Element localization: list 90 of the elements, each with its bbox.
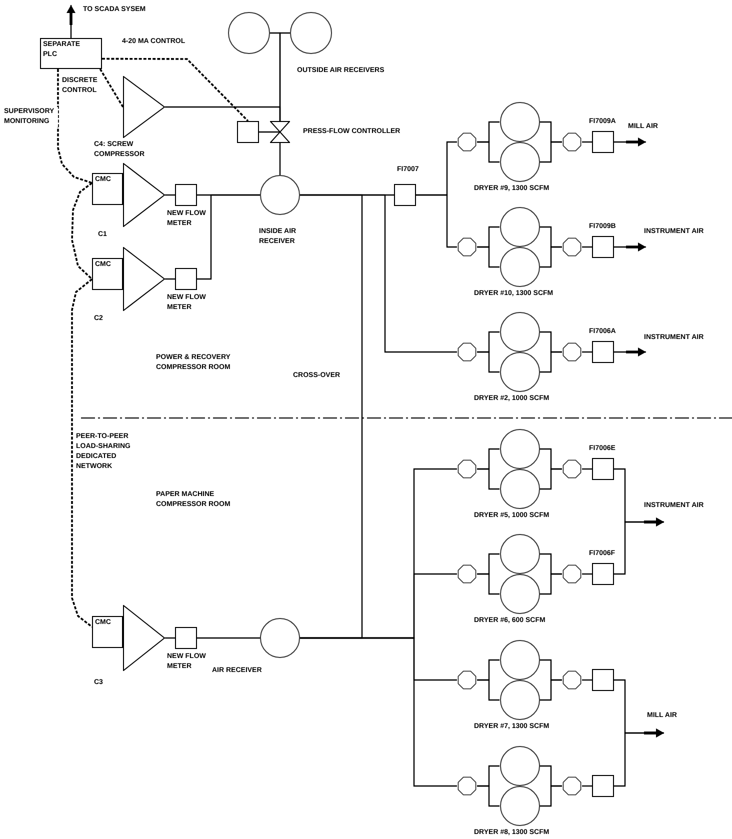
dryer-tower-circle (500, 786, 540, 826)
dryer-tower-circle (500, 247, 540, 287)
pipe-line (582, 141, 592, 143)
pipe-line (300, 194, 363, 639)
pipe-line (300, 637, 457, 787)
filter-octagon (562, 776, 582, 796)
dryer-tower-circle (500, 574, 540, 614)
pipe-line (540, 351, 562, 373)
plc-box (40, 38, 102, 69)
filter-octagon (562, 237, 582, 257)
flow-indicator-box (394, 184, 416, 206)
pipe-line (165, 106, 281, 121)
air-receiver-circle (290, 12, 332, 54)
dryer-tower-circle (500, 429, 540, 469)
dryer-tower-circle (500, 352, 540, 392)
pipe-line (477, 141, 500, 163)
compressor-symbol (123, 163, 165, 227)
pipe-line (582, 351, 592, 353)
pipe-line (582, 468, 592, 470)
dryer-tower-circle (500, 102, 540, 142)
compressor-symbol (123, 247, 165, 311)
filter-octagon (457, 459, 477, 479)
valve-symbol (270, 121, 290, 143)
pipe-line (477, 351, 500, 373)
filter-octagon (562, 564, 582, 584)
flow-meter-box (175, 268, 197, 290)
filter-octagon (562, 670, 582, 690)
flow-indicator-box (592, 563, 614, 585)
pipe-line (477, 246, 500, 268)
pipe-line (582, 573, 592, 575)
pipe-line (477, 468, 500, 490)
pipe-line (279, 143, 281, 175)
pipe-line (540, 246, 562, 268)
flow-indicator-box (592, 775, 614, 797)
pipe-line (540, 785, 562, 807)
signal-line (57, 69, 92, 184)
pipe-line (165, 194, 175, 196)
pipe-line (582, 785, 592, 787)
compressor-symbol (123, 605, 165, 671)
pipe-line (416, 194, 457, 248)
controller-box (237, 121, 259, 143)
flow-indicator-box (592, 236, 614, 258)
pipe-line (477, 785, 500, 807)
dryer-tower-circle (500, 640, 540, 680)
signal-line (71, 278, 93, 628)
pipe-line (540, 573, 562, 595)
dryer-tower-circle (500, 534, 540, 574)
cmc-box (92, 258, 123, 290)
pipe-line (582, 246, 592, 248)
filter-octagon (457, 132, 477, 152)
dryer-tower-circle (500, 312, 540, 352)
pipe-line (540, 679, 562, 701)
cmc-box (92, 616, 123, 648)
flow-meter-box (175, 627, 197, 649)
flow-indicator-box (592, 458, 614, 480)
filter-octagon (457, 342, 477, 362)
pipe-line (477, 679, 500, 701)
filter-octagon (562, 132, 582, 152)
dryer-tower-circle (500, 746, 540, 786)
dryer-tower-circle (500, 142, 540, 182)
pipe-line (197, 637, 260, 639)
pipe-line (582, 679, 592, 681)
dryer-tower-circle (500, 207, 540, 247)
filter-octagon (562, 459, 582, 479)
filter-octagon (562, 342, 582, 362)
signal-line (102, 58, 249, 122)
pipe-line (540, 141, 562, 163)
pipe-line (197, 194, 260, 280)
filter-octagon (457, 237, 477, 257)
air-receiver-circle (260, 175, 300, 215)
flow-indicator-box (592, 341, 614, 363)
signal-line (99, 68, 124, 108)
pipe-line (165, 637, 175, 639)
air-receiver-circle (260, 618, 300, 658)
dryer-tower-circle (500, 680, 540, 720)
pipe-line (477, 573, 500, 595)
pipe-line (540, 468, 562, 490)
pipe-line (259, 131, 280, 133)
flow-meter-box (175, 184, 197, 206)
cmc-box (92, 173, 123, 205)
air-receiver-circle (228, 12, 270, 54)
flow-indicator-box (592, 131, 614, 153)
filter-octagon (457, 670, 477, 690)
filter-octagon (457, 776, 477, 796)
pipe-line (165, 278, 175, 280)
compressor-symbol (123, 76, 165, 138)
dryer-tower-circle (500, 469, 540, 509)
signal-line (71, 182, 93, 280)
flow-indicator-box (592, 669, 614, 691)
filter-octagon (457, 564, 477, 584)
